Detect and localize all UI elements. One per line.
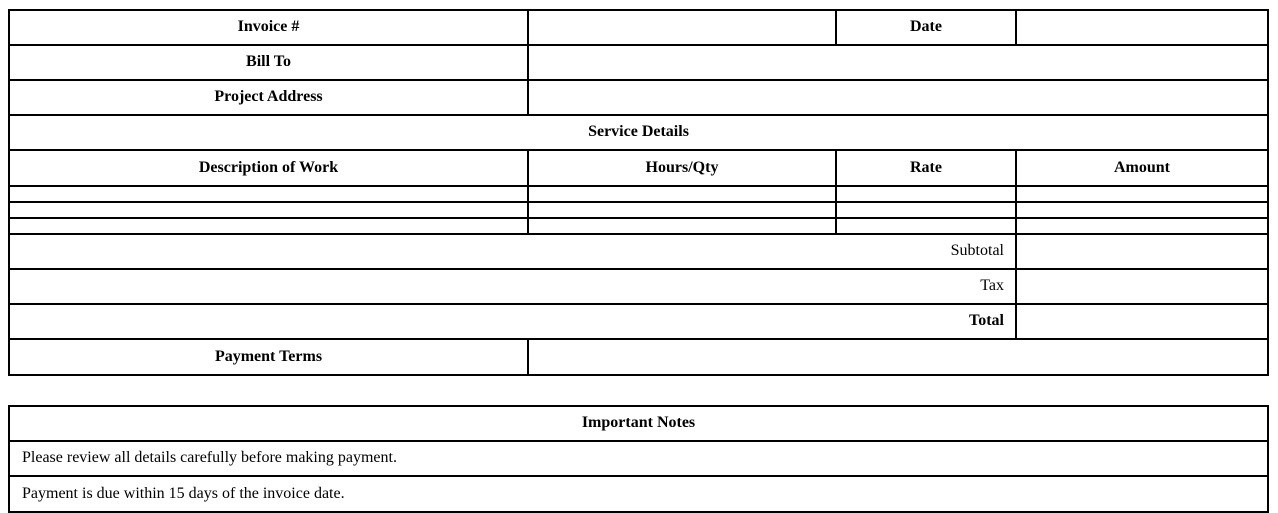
invoice-table: Invoice # Date Bill To Project Address S… (8, 9, 1269, 376)
subtotal-label: Subtotal (8, 233, 1017, 270)
line-item-hours-qty-cell[interactable] (527, 185, 837, 203)
notes-title-row: Important Notes (8, 405, 1269, 442)
date-label: Date (835, 9, 1017, 46)
col-header-description-of-work: Description of Work (8, 149, 529, 187)
col-header-hours-qty: Hours/Qty (527, 149, 837, 187)
line-item-description-cell[interactable] (8, 217, 529, 235)
line-item-rate-cell[interactable] (835, 201, 1017, 219)
bill-to-row: Bill To (8, 44, 1269, 81)
subtotal-row: Subtotal (8, 233, 1269, 270)
line-item-row (8, 185, 1269, 203)
project-address-row: Project Address (8, 79, 1269, 116)
note-item: Payment is due within 15 days of the inv… (8, 475, 1269, 513)
payment-terms-row: Payment Terms (8, 338, 1269, 376)
subtotal-value-cell[interactable] (1015, 233, 1269, 270)
line-item-rate-cell[interactable] (835, 185, 1017, 203)
line-item-description-cell[interactable] (8, 201, 529, 219)
column-header-row: Description of Work Hours/Qty Rate Amoun… (8, 149, 1269, 187)
payment-terms-value-cell[interactable] (527, 338, 1269, 376)
total-value-cell[interactable] (1015, 303, 1269, 340)
important-notes-title: Important Notes (8, 405, 1269, 442)
note-row: Please review all details carefully befo… (8, 440, 1269, 477)
note-item: Please review all details carefully befo… (8, 440, 1269, 477)
invoice-header-row: Invoice # Date (8, 9, 1269, 46)
line-item-row (8, 201, 1269, 219)
line-item-description-cell[interactable] (8, 185, 529, 203)
line-item-amount-cell[interactable] (1015, 217, 1269, 235)
line-item-amount-cell[interactable] (1015, 201, 1269, 219)
total-label: Total (8, 303, 1017, 340)
payment-terms-label: Payment Terms (8, 338, 529, 376)
line-item-hours-qty-cell[interactable] (527, 201, 837, 219)
line-item-hours-qty-cell[interactable] (527, 217, 837, 235)
line-item-amount-cell[interactable] (1015, 185, 1269, 203)
date-value-cell[interactable] (1015, 9, 1269, 46)
service-details-section-row: Service Details (8, 114, 1269, 151)
total-row: Total (8, 303, 1269, 340)
invoice-number-label: Invoice # (8, 9, 529, 46)
service-details-section-title: Service Details (8, 114, 1269, 151)
project-address-label: Project Address (8, 79, 529, 116)
bill-to-label: Bill To (8, 44, 529, 81)
tax-value-cell[interactable] (1015, 268, 1269, 305)
line-item-row (8, 217, 1269, 235)
tax-label: Tax (8, 268, 1017, 305)
project-address-value-cell[interactable] (527, 79, 1269, 116)
invoice-number-value-cell[interactable] (527, 9, 837, 46)
tax-row: Tax (8, 268, 1269, 305)
important-notes-table: Important Notes Please review all detail… (8, 405, 1269, 513)
col-header-amount: Amount (1015, 149, 1269, 187)
bill-to-value-cell[interactable] (527, 44, 1269, 81)
col-header-rate: Rate (835, 149, 1017, 187)
note-row: Payment is due within 15 days of the inv… (8, 475, 1269, 513)
line-item-rate-cell[interactable] (835, 217, 1017, 235)
invoice-document-page: Invoice # Date Bill To Project Address S… (8, 9, 1269, 513)
